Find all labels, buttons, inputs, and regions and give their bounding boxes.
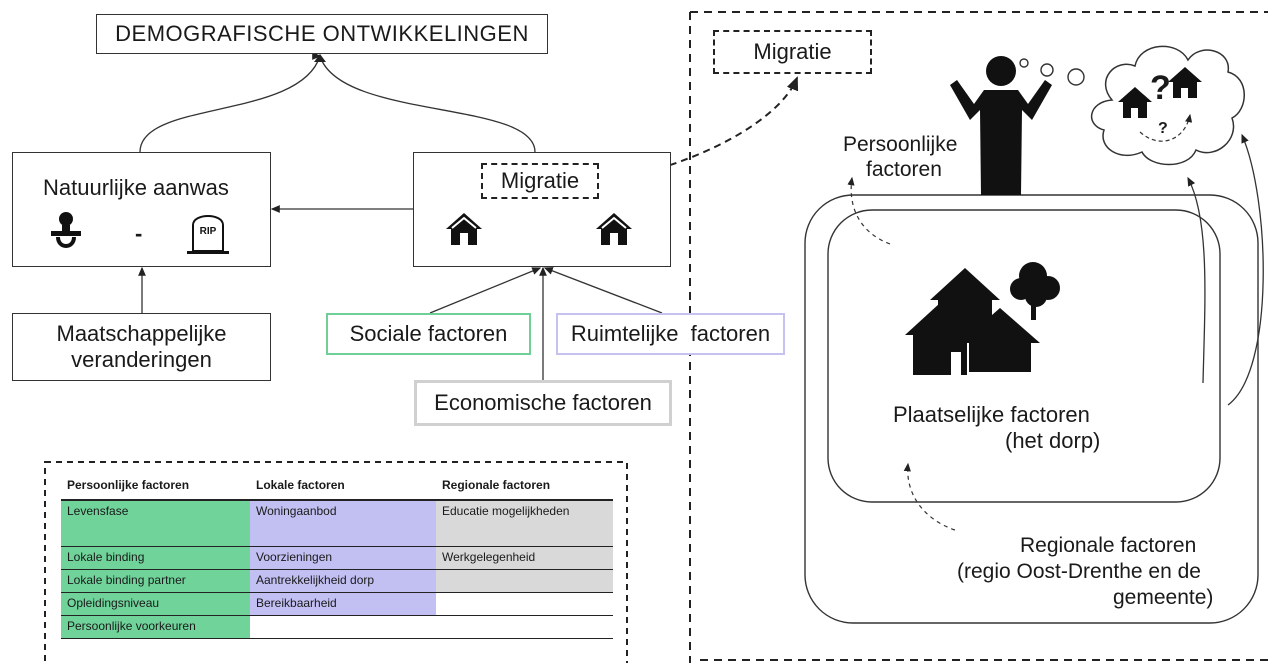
regionale-factoren-line1: Regionale factoren <box>1020 534 1197 557</box>
plaatselijke-factoren-line1: Plaatselijke factoren <box>893 402 1090 427</box>
question-mark-large: ? <box>1150 69 1171 107</box>
economische-factoren-box: Economische factoren <box>414 380 672 426</box>
table-cell: Lokale binding <box>61 546 250 570</box>
table-cell: Persoonlijke voorkeuren <box>61 615 250 639</box>
pacifier-icon <box>51 212 81 248</box>
economische-factoren-label: Economische factoren <box>434 390 652 415</box>
arrow-local-thought <box>1187 176 1206 384</box>
right-migratie-label: Migratie <box>753 39 832 64</box>
house-icon <box>446 213 482 245</box>
table-frame <box>44 461 628 663</box>
arrow-place-dashed <box>903 462 956 531</box>
thought-bubble-icon <box>1019 58 1029 68</box>
person-icon <box>950 56 1052 195</box>
arrow-regional-thought <box>1227 133 1264 406</box>
right-migratie-box: Migratie <box>713 30 872 74</box>
table-cell: Bereikbaarheid <box>250 592 436 616</box>
migratie-label-dashed: Migratie <box>481 163 599 199</box>
table-cell: Woningaanbod <box>250 500 436 547</box>
thought-cloud-icon <box>1090 45 1245 166</box>
connector-to-title <box>139 52 536 153</box>
table-header: Persoonlijke factoren <box>61 475 250 501</box>
arrow-head-title <box>314 54 326 62</box>
table-cell <box>436 569 613 593</box>
plaatselijke-factoren-line2: (het dorp) <box>1005 428 1101 453</box>
table-row: Lokale binding Voorzieningen Werkgelegen… <box>61 546 613 570</box>
house-icon <box>1118 87 1152 118</box>
ruimtelijke-factoren-label: Ruimtelijke factoren <box>570 321 771 346</box>
village-icon <box>905 262 1060 375</box>
thought-bubble-icon <box>1040 63 1054 77</box>
table-cell: Educatie mogelijkheden <box>436 500 613 547</box>
persoonlijke-factoren-line2: factoren <box>866 158 942 181</box>
regionale-factoren-line2: (regio Oost-Drenthe en de <box>957 560 1201 583</box>
sociale-factoren-label: Sociale factoren <box>349 321 508 346</box>
connector-ruimtelijke <box>543 267 663 314</box>
maatschappelijke-line1: Maatschappelijke <box>56 321 227 346</box>
factors-table: Persoonlijke factoren Lokale factoren Re… <box>61 475 613 639</box>
table-cell: Lokale binding partner <box>61 569 250 593</box>
migratie-box: Migratie <box>413 152 671 267</box>
regionale-factoren-line3: gemeente) <box>1113 586 1214 609</box>
table-cell <box>250 615 436 639</box>
table-cell: Werkgelegenheid <box>436 546 613 570</box>
house-icon <box>596 213 632 245</box>
rip-text: RIP <box>200 226 217 237</box>
ruimtelijke-factoren-box: Ruimtelijke factoren <box>556 313 785 355</box>
migratie-label: Migratie <box>500 168 580 193</box>
persoonlijke-factoren-line1: Persoonlijke <box>843 133 958 156</box>
house-icon <box>1168 67 1202 98</box>
natuurlijke-aanwas-box: Natuurlijke aanwas - RIP <box>12 152 271 267</box>
sociale-factoren-box: Sociale factoren <box>326 313 531 355</box>
table-row: Lokale binding partner Aantrekkelijkheid… <box>61 569 613 593</box>
connector-sociale <box>429 267 542 314</box>
minus-sign: - <box>135 221 143 246</box>
arrow-personal-dashed <box>847 176 891 245</box>
table-row: Opleidingsniveau Bereikbaarheid <box>61 592 613 616</box>
table-cell: Voorzieningen <box>250 546 436 570</box>
table-header-row: Persoonlijke factoren Lokale factoren Re… <box>61 475 613 501</box>
table-header: Regionale factoren <box>436 475 613 501</box>
table-cell: Opleidingsniveau <box>61 592 250 616</box>
table-cell <box>436 615 613 639</box>
table-cell <box>436 592 613 616</box>
question-mark-small: ? <box>1158 120 1168 137</box>
maatschappelijke-line2: veranderingen <box>71 347 212 372</box>
title-box: DEMOGRAFISCHE ONTWIKKELINGEN <box>96 14 548 54</box>
maatschappelijke-box: Maatschappelijke veranderingen <box>12 313 271 381</box>
table-cell: Aantrekkelijkheid dorp <box>250 569 436 593</box>
natuurlijke-aanwas-label: Natuurlijke aanwas <box>43 175 229 200</box>
thought-bubble-icon <box>1067 68 1085 86</box>
table-row: Levensfase Woningaanbod Educatie mogelij… <box>61 500 613 547</box>
table-header: Lokale factoren <box>250 475 436 501</box>
diagram-title: DEMOGRAFISCHE ONTWIKKELINGEN <box>115 21 529 46</box>
table-row: Persoonlijke voorkeuren <box>61 615 613 639</box>
gravestone-icon: RIP <box>187 215 229 254</box>
table-cell: Levensfase <box>61 500 250 547</box>
thought-arrow-dashed <box>1139 113 1193 142</box>
